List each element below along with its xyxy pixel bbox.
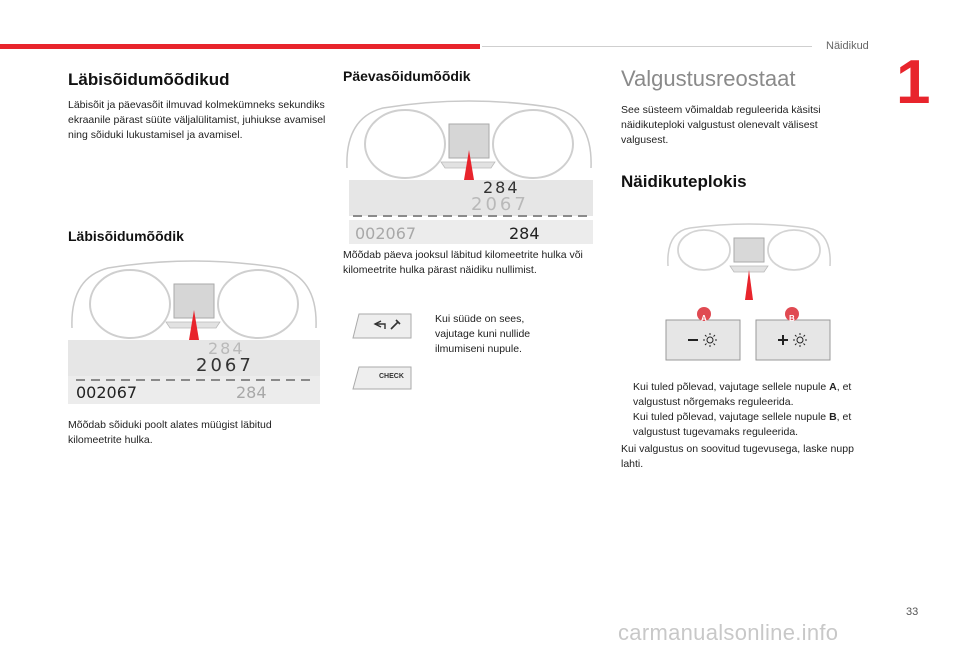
bullet-b-pre: Kui tuled põlevad, vajutage sellele nupu… (632, 411, 827, 423)
col1-caption: Mõõdab sõiduki poolt alates müügist läbi… (68, 419, 272, 446)
bullet-b-post: , et valgustust tugevamaks reguleerida. (632, 411, 852, 438)
header-divider (482, 46, 812, 47)
bullet-mark (621, 410, 633, 440)
bullet-a-key: A (829, 381, 837, 393)
label-b: B (789, 314, 795, 323)
dimmer-buttons-figure: A B (664, 306, 834, 364)
bullet-mark (621, 380, 633, 410)
dimmer-buttons (665, 307, 831, 361)
trip-main-value: 2067 (471, 194, 529, 215)
trip-value: 284 (509, 224, 540, 243)
odometer-main-value: 2067 (196, 355, 254, 376)
trip-dashboard-illustration (346, 100, 593, 244)
col2-bullet: Kui süüde on sees, vajutage kuni nullide… (423, 312, 583, 357)
col3-bullet-b: Kui tuled põlevad, vajutage sellele nupu… (621, 410, 881, 440)
odometer-top-value: 284 (208, 339, 245, 358)
col1-subtitle: Läbisõidumõõdik (68, 228, 184, 244)
section-name: Näidikud (826, 40, 869, 52)
odometer-trip: 284 (236, 383, 267, 402)
col3-intro: See süsteem võimaldab reguleerida käsits… (621, 104, 821, 146)
col2-bullet-text: Kui süüde on sees, vajutage kuni nullide… (435, 313, 531, 355)
chapter-number: 1 (896, 48, 931, 117)
col3-subtitle: Näidikuteplokis (621, 172, 747, 191)
cluster-illustration (667, 223, 831, 300)
bullet-mark (423, 312, 435, 357)
odometer-figure: 284 2067 002067 284 (68, 258, 320, 404)
trip-meter-figure: 284 2067 002067 284 (343, 98, 595, 244)
check-button-figure: CHECK (351, 365, 413, 391)
trip-total: 002067 (355, 224, 417, 243)
col1-title: Läbisõidumõõdikud (68, 70, 230, 89)
bullet-a-pre: Kui tuled põlevad, vajutage sellele nupu… (633, 381, 827, 393)
col3-title: Valgustusreostaat (621, 66, 796, 91)
bullet-a-post: , et valgustust nõrgemaks reguleerida. (633, 381, 852, 408)
reset-button-icon (352, 313, 412, 339)
odometer-total: 002067 (76, 383, 138, 402)
header-red-bar (0, 44, 480, 49)
col2-caption: Mõõdab päeva jooksul läbitud kilomeetrit… (343, 249, 583, 276)
bullet-b-text: Kui tuled põlevad, vajutage sellele nupu… (633, 410, 881, 440)
col1-intro: Läbisõit ja päevasõit ilmuvad kolmekümne… (68, 99, 326, 141)
check-button-shape (352, 366, 412, 390)
check-label: CHECK (379, 373, 404, 380)
dashboard-illustration (68, 260, 320, 404)
reset-button-figure (351, 312, 413, 340)
col3-outro: Kui valgustus on soovitud tugevusega, la… (621, 443, 854, 470)
label-a: A (701, 314, 707, 323)
watermark: carmanualsonline.info (618, 620, 839, 645)
cluster-figure (664, 222, 834, 302)
bullet-b-key: B (829, 411, 837, 423)
trip-top-value: 284 (483, 178, 520, 197)
bullet-a-text: Kui tuled põlevad, vajutage sellele nupu… (633, 380, 873, 410)
col2-title: Päevasõidumõõdik (343, 68, 471, 84)
col3-bullet-a: Kui tuled põlevad, vajutage sellele nupu… (621, 380, 881, 410)
page-number: 33 (906, 606, 919, 618)
